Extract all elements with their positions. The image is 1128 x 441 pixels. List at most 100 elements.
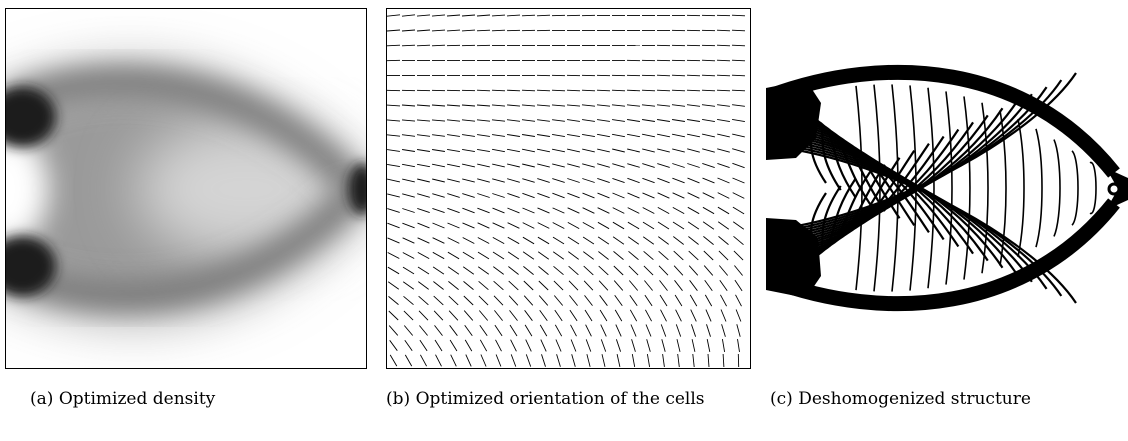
structure-plot — [766, 8, 1128, 369]
orientation-dash — [434, 339, 443, 352]
orientation-dash — [507, 222, 520, 229]
orientation-dash — [691, 339, 696, 352]
orientation-dash — [721, 324, 726, 337]
orientation-dash — [657, 177, 670, 184]
orientation-dash — [389, 340, 398, 351]
orientation-dash — [567, 133, 580, 138]
orientation-dash — [552, 236, 565, 245]
orientation-dash — [582, 192, 595, 199]
orientation-dash — [597, 119, 610, 122]
orientation-dash — [541, 354, 546, 367]
orientation-dash — [731, 44, 746, 47]
orientation-dash — [432, 251, 445, 260]
orientation-dash — [477, 178, 490, 183]
orientation-dash — [645, 324, 652, 337]
orientation-dash — [720, 309, 727, 322]
orientation-dash — [737, 339, 740, 352]
orientation-dash — [568, 280, 579, 291]
lattice-member — [1017, 118, 1025, 258]
orientation-dash — [646, 354, 651, 367]
orientation-dash — [702, 133, 715, 138]
orientation-dash — [643, 265, 654, 276]
orientation-dash — [567, 207, 580, 214]
orientation-dash — [598, 280, 609, 291]
orientation-dash — [522, 134, 535, 137]
orientation-dash — [656, 74, 671, 77]
orientation-dash — [461, 29, 476, 32]
orientation-dash — [718, 236, 729, 245]
orientation-dash — [612, 207, 625, 214]
orientation-dash — [553, 295, 564, 306]
orientation-dash — [507, 236, 520, 245]
orientation-dash — [567, 236, 580, 245]
orientation-dash — [507, 207, 520, 214]
orientation-dash — [704, 279, 713, 292]
orientation-dash — [627, 148, 640, 153]
orientation-dash — [629, 309, 638, 322]
orientation-dash — [672, 119, 685, 122]
orientation-dash — [686, 74, 701, 77]
orientation-dash — [732, 104, 745, 107]
orientation-dash — [657, 207, 670, 214]
orientation-dash — [674, 280, 683, 291]
orientation-dash — [494, 310, 503, 321]
orientation-dash — [597, 177, 610, 184]
orientation-dash — [432, 149, 445, 152]
orientation-dash — [596, 89, 611, 92]
orientation-dash — [506, 104, 521, 107]
orientation-dash — [477, 222, 490, 229]
orientation-dash — [732, 221, 745, 230]
orientation-dash — [552, 222, 565, 229]
orientation-dash — [583, 280, 594, 291]
orientation-dash — [673, 236, 684, 245]
orientation-dash — [717, 192, 730, 199]
orientation-dash — [463, 281, 474, 290]
orientation-dash — [597, 192, 610, 199]
upper-boundary-arc — [767, 64, 1120, 178]
orientation-dash — [656, 89, 671, 92]
orientation-dash — [418, 281, 429, 290]
orientation-dash — [417, 237, 430, 244]
orientation-dash — [702, 221, 715, 230]
orientation-dash — [507, 148, 520, 153]
orientation-dash — [584, 309, 593, 322]
orientation-dash — [567, 192, 580, 199]
orientation-dash — [447, 266, 460, 275]
orientation-dash — [433, 281, 444, 290]
orientation-dash — [642, 221, 655, 230]
lattice-member — [785, 72, 1077, 230]
orientation-dash — [601, 354, 606, 367]
orientation-dash — [732, 162, 745, 169]
orientation-dash — [446, 14, 461, 17]
orientation-dash — [732, 148, 745, 153]
orientation-dash — [701, 89, 716, 92]
orientation-dash — [403, 325, 414, 336]
orientation-dash — [416, 104, 431, 107]
orientation-dash — [554, 309, 563, 322]
orientation-dash — [552, 163, 565, 168]
orientation-dash — [491, 29, 506, 32]
orientation-dash — [476, 89, 491, 92]
lower-boundary-arc — [767, 198, 1120, 312]
orientation-dash — [583, 251, 594, 260]
orientation-dash — [477, 134, 490, 137]
orientation-dash — [642, 236, 655, 245]
orientation-dash — [566, 89, 581, 92]
orientation-dash — [611, 104, 626, 107]
orientation-dash — [554, 324, 563, 337]
orientation-dash — [735, 309, 742, 322]
orientation-dash — [525, 354, 532, 367]
orientation-dash — [462, 251, 475, 260]
orientation-dash — [522, 222, 535, 229]
orientation-dash — [688, 250, 699, 261]
orientation-dash — [675, 309, 682, 322]
orientation-dash — [431, 14, 446, 17]
orientation-dash — [448, 295, 459, 306]
orientation-dash — [420, 354, 427, 367]
orientation-dash — [687, 119, 700, 122]
orientation-dash — [582, 119, 595, 122]
orientation-dash — [718, 250, 729, 261]
orientation-dash — [719, 279, 728, 292]
orientation-dash — [462, 237, 475, 244]
orientation-dash — [477, 237, 490, 244]
